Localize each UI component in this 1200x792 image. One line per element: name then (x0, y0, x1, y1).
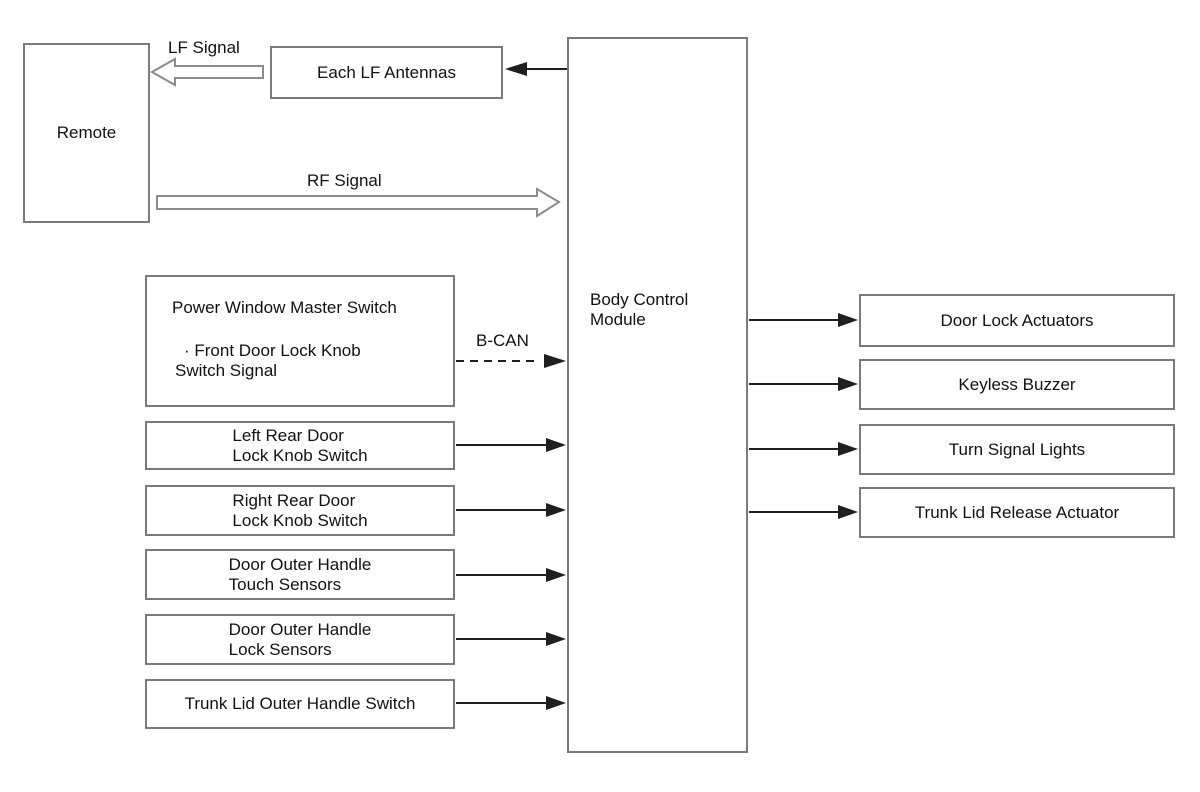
lf-signal-label: LF Signal (168, 38, 240, 57)
arrow-left-rear-to-bcm (456, 438, 566, 452)
turn-signal-lights-label: Turn Signal Lights (948, 439, 1086, 459)
power-window-master-switch-box: Power Window Master Switch · Front Door … (145, 275, 455, 407)
door-outer-handle-lock-sensors-box: Door Outer Handle Lock Sensors (145, 614, 455, 665)
trunk-lid-release-actuator-label: Trunk Lid Release Actuator (914, 502, 1120, 522)
rf-signal-hollow-arrow (156, 187, 561, 218)
door-lock-actuators-box: Door Lock Actuators (859, 294, 1175, 347)
arrow-right-rear-to-bcm (456, 503, 566, 517)
arrow-trunk-switch-to-bcm (456, 696, 566, 710)
right-rear-door-lock-knob-switch-label: Right Rear Door Lock Knob Switch (232, 490, 368, 530)
lf-signal-hollow-arrow (149, 57, 264, 87)
front-door-lock-knob-note: · Front Door Lock Knob Switch Signal (175, 341, 361, 380)
arrow-bcan-pwms-to-bcm (456, 354, 566, 368)
trunk-lid-release-actuator-box: Trunk Lid Release Actuator (859, 487, 1175, 538)
arrow-lock-sensors-to-bcm (456, 632, 566, 646)
trunk-lid-outer-handle-switch-label: Trunk Lid Outer Handle Switch (184, 694, 416, 713)
door-lock-actuators-label: Door Lock Actuators (940, 310, 1094, 330)
arrow-touch-sensors-to-bcm (456, 568, 566, 582)
arrow-bcm-to-trunk-release (749, 505, 858, 519)
each-lf-antennas-label: Each LF Antennas (317, 62, 456, 82)
b-can-label: B-CAN (476, 331, 529, 350)
rf-signal-label: RF Signal (307, 171, 382, 190)
power-window-master-switch-title: Power Window Master Switch (172, 298, 397, 317)
door-outer-handle-lock-sensors-label: Door Outer Handle Lock Sensors (228, 619, 372, 659)
remote-box: Remote (23, 43, 150, 223)
remote-label: Remote (56, 123, 117, 142)
body-control-module-label: Body Control Module (590, 290, 689, 329)
left-rear-door-lock-knob-switch-label: Left Rear Door Lock Knob Switch (232, 425, 368, 465)
door-outer-handle-touch-sensors-box: Door Outer Handle Touch Sensors (145, 549, 455, 600)
turn-signal-lights-box: Turn Signal Lights (859, 424, 1175, 475)
door-outer-handle-touch-sensors-label: Door Outer Handle Touch Sensors (228, 554, 372, 594)
body-control-module-box: Body Control Module (567, 37, 748, 753)
each-lf-antennas-box: Each LF Antennas (270, 46, 503, 99)
left-rear-door-lock-knob-switch-box: Left Rear Door Lock Knob Switch (145, 421, 455, 470)
arrow-bcm-to-door-lock-actuators (749, 313, 858, 327)
keyless-buzzer-box: Keyless Buzzer (859, 359, 1175, 410)
arrow-bcm-to-keyless-buzzer (749, 377, 858, 391)
arrow-bcm-to-turn-signal-lights (749, 442, 858, 456)
right-rear-door-lock-knob-switch-box: Right Rear Door Lock Knob Switch (145, 485, 455, 536)
keyless-buzzer-label: Keyless Buzzer (958, 374, 1076, 394)
arrow-bcm-to-antennas (505, 62, 569, 76)
trunk-lid-outer-handle-switch-box: Trunk Lid Outer Handle Switch (145, 679, 455, 729)
